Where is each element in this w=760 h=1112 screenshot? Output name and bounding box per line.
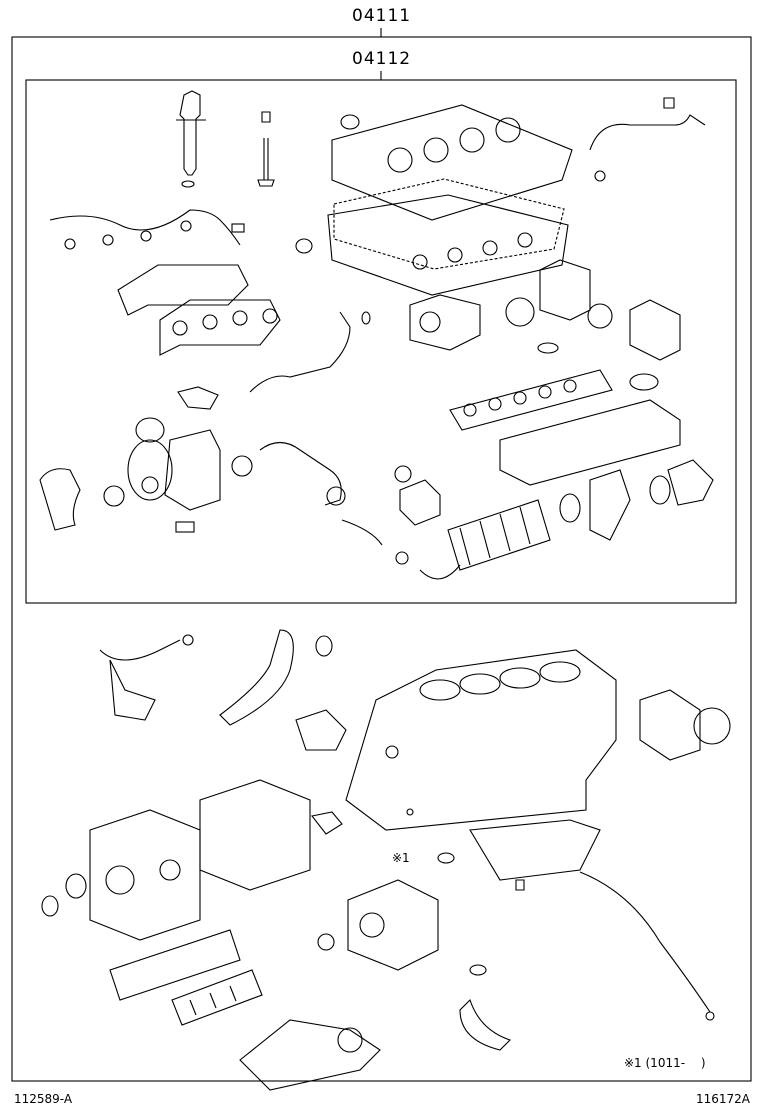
egr-outlet: [629, 299, 681, 361]
strainer-gasket: [469, 964, 487, 976]
intake-manifold: [499, 399, 681, 486]
rear-oil-seal-retainer: [639, 689, 701, 761]
cover-gasket: [311, 811, 343, 835]
sensor-connector: [663, 97, 675, 109]
illustration-code-left: 112589-A: [14, 1092, 73, 1106]
exhaust-gasket: [326, 486, 346, 506]
pump-oring: [317, 933, 335, 951]
bolt-set: [515, 879, 525, 891]
small-gasket: [395, 551, 409, 565]
gauge-seal: [705, 1011, 715, 1021]
cylinder-head-cover: [331, 104, 573, 221]
sensor-harness: [99, 639, 181, 661]
egr-cooler-hose: [419, 564, 461, 580]
illustration-code-right: 116172A: [696, 1092, 751, 1106]
turbocharger: [127, 417, 221, 511]
intake-hose: [39, 468, 81, 531]
oil-strainer: [459, 998, 512, 1051]
injection-pipe-harness: [49, 209, 241, 246]
note-marker: ※1: [392, 851, 410, 865]
egr-pipe: [249, 311, 351, 393]
oil-cooler: [171, 969, 263, 1026]
water-outlet: [399, 479, 441, 526]
note-text: ※1 (1011- ): [624, 1056, 706, 1070]
egr-bracket: [589, 469, 631, 541]
crankshaft-oil-seal: [65, 873, 87, 899]
egr-cooler: [447, 499, 551, 571]
cylinder-head: [327, 194, 569, 296]
harness-connector: [64, 238, 76, 250]
sensor-bracket: [109, 659, 156, 721]
flange-seal: [649, 475, 671, 505]
oil-pan: [469, 819, 601, 881]
fuel-injector: [176, 90, 206, 188]
bracket-plate: [177, 386, 219, 410]
manifold-gasket: [629, 373, 659, 391]
crankshaft-oil-seal: [41, 895, 59, 917]
flange-gasket: [667, 459, 714, 506]
cylinder-head-gasket: [333, 178, 565, 270]
exhaust-manifold-gasket: [159, 299, 281, 356]
harness-connector: [182, 634, 194, 646]
rear-oil-seal: [693, 707, 731, 745]
water-pump: [239, 1019, 381, 1091]
water-inlet-gasket: [295, 709, 347, 751]
turbo-gasket: [103, 485, 125, 507]
cylinder-block: [345, 649, 617, 831]
oil-level-gauge-guide: [579, 871, 711, 1013]
turbo-gasket: [231, 455, 253, 477]
harness-clip: [231, 223, 245, 233]
inner-kit-frame: [25, 79, 737, 604]
outer-kit-frame: [11, 36, 752, 1082]
throttle-body: [409, 294, 481, 351]
fuel-injection-pump: [347, 879, 439, 971]
egr-cooler-gasket: [559, 493, 581, 523]
seal-ring: [295, 238, 313, 254]
note-seal: [437, 852, 455, 864]
outer-kit-part-number: 04111: [352, 6, 412, 26]
inner-kit-part-number: 04112: [352, 49, 412, 69]
water-hose: [341, 519, 383, 546]
water-bypass-pipe: [589, 114, 706, 151]
timing-cover: [199, 779, 311, 891]
exhaust-pipe: [259, 441, 342, 506]
harness-connector: [180, 220, 192, 232]
turbo-plate: [175, 521, 195, 533]
hose-clamp: [594, 170, 606, 182]
intake-manifold-gasket: [449, 369, 613, 431]
exhaust-manifold: [117, 264, 249, 316]
water-inlet-pipe: [219, 629, 294, 726]
small-spring: [361, 311, 371, 325]
timing-gear-case: [89, 809, 201, 941]
engine-valve: [257, 111, 275, 187]
pipe-seal: [315, 635, 333, 657]
oil-cooler-gasket: [109, 929, 241, 1001]
harness-connector: [140, 230, 152, 242]
harness-connector: [102, 234, 114, 246]
egr-valve: [539, 259, 591, 321]
